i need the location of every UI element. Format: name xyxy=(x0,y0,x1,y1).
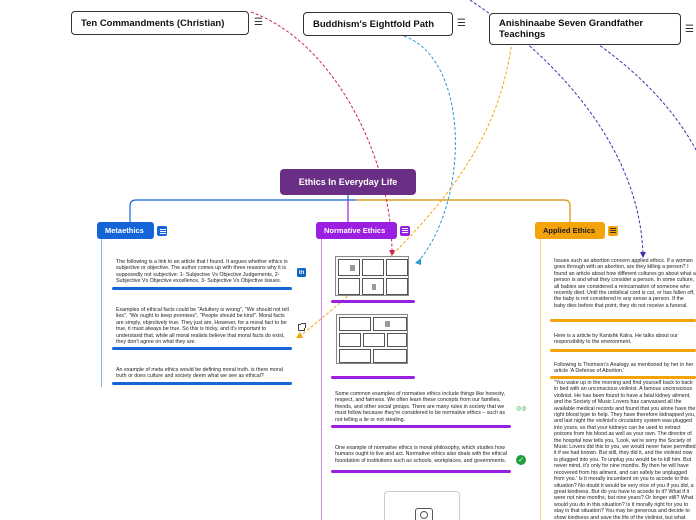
topic-text: "You wake up in the morning and find you… xyxy=(554,380,696,520)
branch-title: Metaethics xyxy=(105,226,144,235)
topic-metaethics-3[interactable]: An example of meta ethics would be defin… xyxy=(112,367,292,385)
camera-icon xyxy=(415,508,433,520)
image-placeholder[interactable] xyxy=(384,491,460,520)
topic-underline xyxy=(550,376,696,379)
topic-text: The following is a link to an article th… xyxy=(116,259,288,285)
comic-image[interactable] xyxy=(335,256,409,296)
ext-node-title: Buddhism's Eightfold Path xyxy=(313,18,435,30)
topic-applied-2[interactable]: Here is a article by Kanishk Kalra. He t… xyxy=(554,333,696,346)
root-title: Ethics In Everyday Life xyxy=(298,177,398,187)
ext-node-eightfold-path[interactable]: Buddhism's Eightfold Path xyxy=(303,12,453,36)
topic-underline xyxy=(112,347,292,351)
topic-text: An example of meta ethics would be defin… xyxy=(116,367,283,380)
topic-underline xyxy=(331,470,511,474)
branch-line xyxy=(540,239,541,520)
branch-title: Normative Ethics xyxy=(324,226,386,235)
check-icon[interactable]: ✓ xyxy=(516,455,526,465)
topic-normative-1[interactable]: Some common examples of normative ethics… xyxy=(331,391,511,429)
note-icon[interactable] xyxy=(157,226,167,236)
topic-underline xyxy=(112,286,292,290)
menu-icon[interactable]: ☰ xyxy=(457,18,466,29)
glasses-icon[interactable]: ◎◎ xyxy=(516,406,527,412)
note-icon[interactable] xyxy=(608,226,618,236)
menu-icon[interactable]: ☰ xyxy=(685,24,694,35)
topic-text: Here is a article by Kanishk Kalra. He t… xyxy=(554,333,678,346)
topic-normative-2[interactable]: One example of normative ethics is moral… xyxy=(331,445,511,474)
external-link-icon[interactable] xyxy=(298,323,306,331)
topic-applied-1[interactable]: Issues such as abortion concern applied … xyxy=(554,258,696,316)
topic-underline xyxy=(331,376,415,379)
menu-icon[interactable]: ☰ xyxy=(254,17,263,28)
topic-underline xyxy=(331,300,415,303)
topic-underline xyxy=(331,425,511,429)
branch-metaethics[interactable]: Metaethics xyxy=(97,222,154,239)
branch-line xyxy=(321,239,322,520)
topic-underline xyxy=(112,381,292,385)
topic-text: Issues such as abortion concern applied … xyxy=(554,258,696,309)
root-topic[interactable]: Ethics In Everyday Life xyxy=(280,169,416,195)
topic-underline xyxy=(550,319,696,322)
topic-metaethics-1[interactable]: The following is a link to an article th… xyxy=(112,259,292,290)
topic-text: One example of normative ethics is moral… xyxy=(335,445,507,464)
ext-node-seven-grandfather[interactable]: Anishinaabe Seven Grandfather Teachings xyxy=(489,13,681,45)
topic-applied-3[interactable]: Following is Thomson's Analogy as mentio… xyxy=(554,362,696,375)
topic-metaethics-2[interactable]: Examples of ethical facts could be "Adul… xyxy=(112,307,292,351)
topic-underline xyxy=(550,349,696,352)
branch-applied-ethics[interactable]: Applied Ethics xyxy=(535,222,605,239)
topic-text: Some common examples of normative ethics… xyxy=(335,391,506,423)
branch-normative-ethics[interactable]: Normative Ethics xyxy=(316,222,397,239)
linkedin-icon[interactable]: in xyxy=(297,268,306,277)
ext-node-title: Ten Commandments (Christian) xyxy=(81,17,225,29)
ext-node-title: Anishinaabe Seven Grandfather Teachings xyxy=(499,18,644,40)
branch-line xyxy=(101,239,102,387)
topic-text: Examples of ethical facts could be "Adul… xyxy=(116,307,289,346)
note-icon[interactable] xyxy=(400,226,410,236)
ext-node-ten-commandments[interactable]: Ten Commandments (Christian) xyxy=(71,11,249,35)
topic-text: Following is Thomson's Analogy as mentio… xyxy=(554,362,694,375)
comic-image[interactable] xyxy=(336,314,408,364)
topic-applied-4[interactable]: "You wake up in the morning and find you… xyxy=(554,380,696,520)
branch-title: Applied Ethics xyxy=(543,226,596,235)
